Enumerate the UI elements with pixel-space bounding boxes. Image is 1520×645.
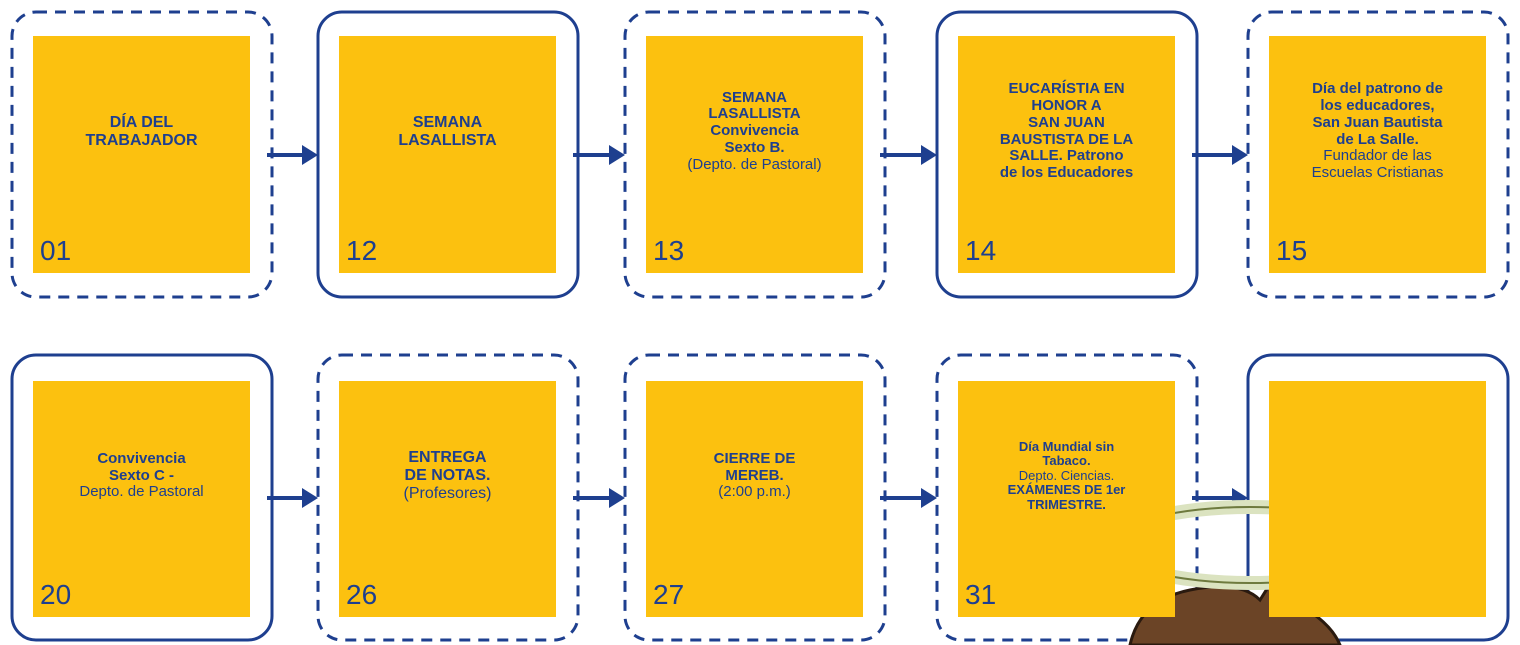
event-description bbox=[1269, 381, 1486, 571]
event-line: SEMANA bbox=[721, 88, 787, 106]
event-line: Depto. de Pastoral bbox=[79, 483, 204, 501]
event-line: de los Educadores bbox=[999, 164, 1134, 182]
event-line: MEREB. bbox=[725, 466, 784, 484]
event-line: TRIMESTRE. bbox=[1027, 496, 1106, 512]
connector-arrow-icon bbox=[302, 145, 318, 165]
day-number: 20 bbox=[40, 579, 72, 610]
event-line: (Depto. de Pastoral) bbox=[687, 155, 822, 173]
event-line: Día del patrono de bbox=[1312, 80, 1443, 98]
event-line: San Juan Bautista bbox=[1312, 113, 1443, 131]
event-line: de La Salle. bbox=[1336, 130, 1419, 148]
day-number: 14 bbox=[965, 235, 997, 266]
event-line: CIERRE DE bbox=[713, 449, 796, 467]
day-number: 27 bbox=[653, 579, 685, 610]
event-line: LASALLISTA bbox=[708, 105, 801, 123]
day-number: 15 bbox=[1276, 235, 1308, 266]
connector-arrow-icon bbox=[1232, 145, 1248, 165]
day-number: 31 bbox=[965, 579, 997, 610]
event-line: ENTREGA bbox=[408, 449, 487, 467]
event-line: EUCARÍSTIA EN bbox=[1008, 80, 1125, 98]
connector-arrow-icon bbox=[302, 488, 318, 508]
event-line: Convivencia bbox=[710, 122, 799, 140]
event-line: Escuelas Cristianas bbox=[1311, 164, 1444, 182]
event-line: SEMANA bbox=[412, 113, 483, 131]
event-line: Sexto C - bbox=[108, 466, 174, 484]
event-line: DÍA DEL bbox=[109, 113, 174, 131]
event-line: TRABAJADOR bbox=[85, 131, 198, 149]
event-line: Depto. Ciencias. bbox=[1018, 467, 1115, 483]
event-line: Tabaco. bbox=[1042, 453, 1091, 469]
day-number: 26 bbox=[346, 579, 378, 610]
event-line: Sexto B. bbox=[724, 138, 785, 156]
event-line: LASALLISTA bbox=[398, 131, 497, 149]
day-number: 01 bbox=[40, 235, 72, 266]
event-line: HONOR A bbox=[1031, 96, 1102, 114]
event-line: SALLE. Patrono bbox=[1009, 147, 1124, 165]
event-line: (2:00 p.m.) bbox=[718, 483, 791, 501]
connector-arrow-icon bbox=[609, 488, 625, 508]
event-line: (Profesores) bbox=[403, 484, 492, 502]
event-line: SAN JUAN bbox=[1028, 113, 1105, 131]
day-number: 13 bbox=[653, 235, 685, 266]
connector-arrow-icon bbox=[921, 488, 937, 508]
day-card bbox=[1269, 381, 1486, 617]
event-line: Convivencia bbox=[97, 449, 186, 467]
event-line: BAUSTISTA DE LA bbox=[999, 130, 1134, 148]
event-line: DE NOTAS. bbox=[404, 467, 491, 485]
connector-arrow-icon bbox=[921, 145, 937, 165]
card-frame bbox=[1246, 353, 1510, 642]
event-line: Día Mundial sin bbox=[1018, 438, 1115, 454]
connector-arrow-icon bbox=[609, 145, 625, 165]
event-line: los educadores, bbox=[1320, 96, 1435, 114]
event-line: EXÁMENES DE 1er bbox=[1007, 482, 1126, 498]
event-line: Fundador de las bbox=[1323, 147, 1432, 165]
card-frame bbox=[1246, 10, 1510, 299]
day-number: 12 bbox=[346, 235, 378, 266]
